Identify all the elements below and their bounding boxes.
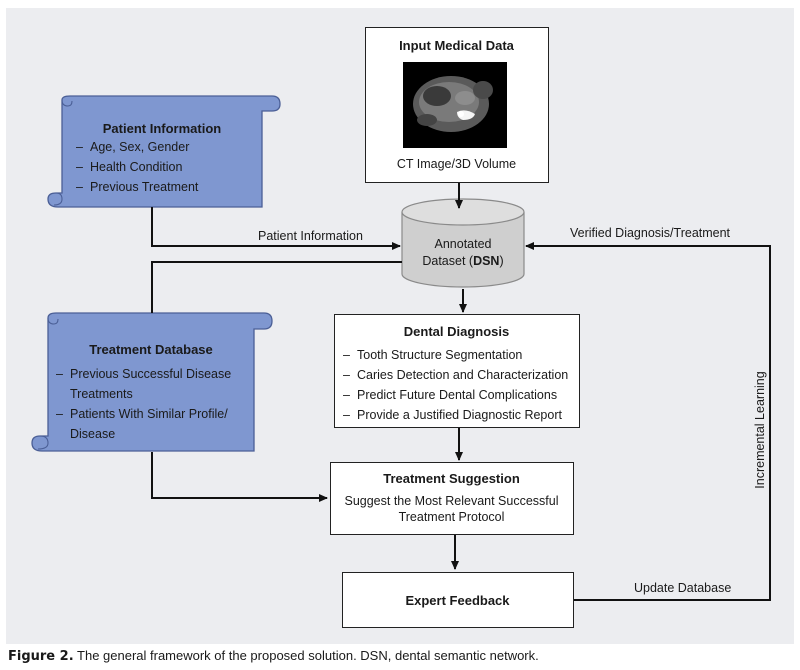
treatment-suggestion-box: Treatment Suggestion Suggest the Most Re… [330, 462, 574, 535]
dataset-label: Annotated Dataset (DSN) [402, 236, 524, 270]
figure-caption: Figure 2. The general framework of the p… [8, 648, 539, 664]
arrow-treatment-db-to-suggestion [151, 452, 328, 502]
patient-info-list: Age, Sex, Gender Health Condition Previo… [76, 137, 198, 197]
arrow-patient-to-dataset [151, 207, 401, 250]
dental-diagnosis-box: Dental Diagnosis Tooth Structure Segment… [334, 314, 580, 428]
diagnosis-item: Caries Detection and Characterization [343, 365, 568, 385]
input-caption: CT Image/3D Volume [396, 157, 517, 171]
dataset-cylinder [401, 198, 525, 288]
edge-label-verified: Verified Diagnosis/Treatment [570, 226, 731, 240]
treatment-db-item: Previous Successful Disease Treatments [56, 364, 246, 404]
diagnosis-item: Predict Future Dental Complications [343, 385, 568, 405]
figure-caption-label: Figure 2. [8, 649, 74, 664]
expert-feedback-box: Expert Feedback [342, 572, 574, 628]
figure-caption-text: The general framework of the proposed so… [73, 648, 539, 663]
dataset-line1: Annotated [434, 237, 492, 251]
suggestion-body-line1: Suggest the Most Relevant Successful [344, 494, 559, 508]
diagnosis-title: Dental Diagnosis [403, 324, 510, 339]
input-title: Input Medical Data [399, 38, 514, 53]
treatment-db-list: Previous Successful Disease Treatments P… [56, 364, 246, 444]
line-dataset-to-treatment-db [151, 261, 402, 313]
treatment-db-item: Patients With Similar Profile/ Disease [56, 404, 246, 444]
edge-label-update: Update Database [634, 581, 732, 595]
ct-image [403, 62, 507, 148]
treatment-db-title: Treatment Database [89, 342, 213, 357]
patient-info-item: Health Condition [76, 157, 198, 177]
diagnosis-list: Tooth Structure Segmentation Caries Dete… [343, 345, 568, 425]
connectors [151, 183, 771, 601]
arrow-feedback-loop [525, 242, 771, 601]
edge-label-incremental: Incremental Learning [753, 371, 767, 489]
patient-info-item: Age, Sex, Gender [76, 137, 198, 157]
dataset-line2: Dataset (DSN) [422, 254, 504, 268]
patient-info-item: Previous Treatment [76, 177, 198, 197]
suggestion-body-line2: Treatment Protocol [398, 510, 505, 524]
diagnosis-item: Tooth Structure Segmentation [343, 345, 568, 365]
diagnosis-item: Provide a Justified Diagnostic Report [343, 405, 568, 425]
patient-info-title: Patient Information [102, 121, 222, 136]
edge-label-patient-info: Patient Information [258, 229, 363, 243]
suggestion-title: Treatment Suggestion [383, 471, 520, 486]
feedback-title: Expert Feedback [405, 593, 510, 608]
